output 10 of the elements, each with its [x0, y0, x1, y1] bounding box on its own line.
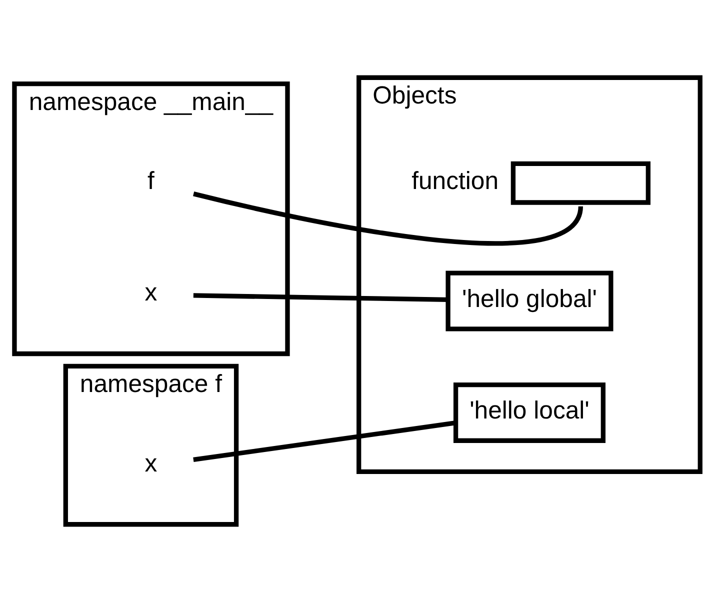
connector: [193, 292, 448, 302]
connector: [193, 191, 583, 246]
node-text: x: [144, 450, 158, 477]
node-text: f: [148, 167, 154, 194]
node-box: 'hello global': [446, 270, 614, 331]
connector: [193, 420, 456, 462]
node-label: function: [412, 167, 498, 194]
node-box: [510, 160, 650, 204]
node-text: x: [144, 279, 158, 306]
node-box: 'hello local': [453, 382, 606, 442]
